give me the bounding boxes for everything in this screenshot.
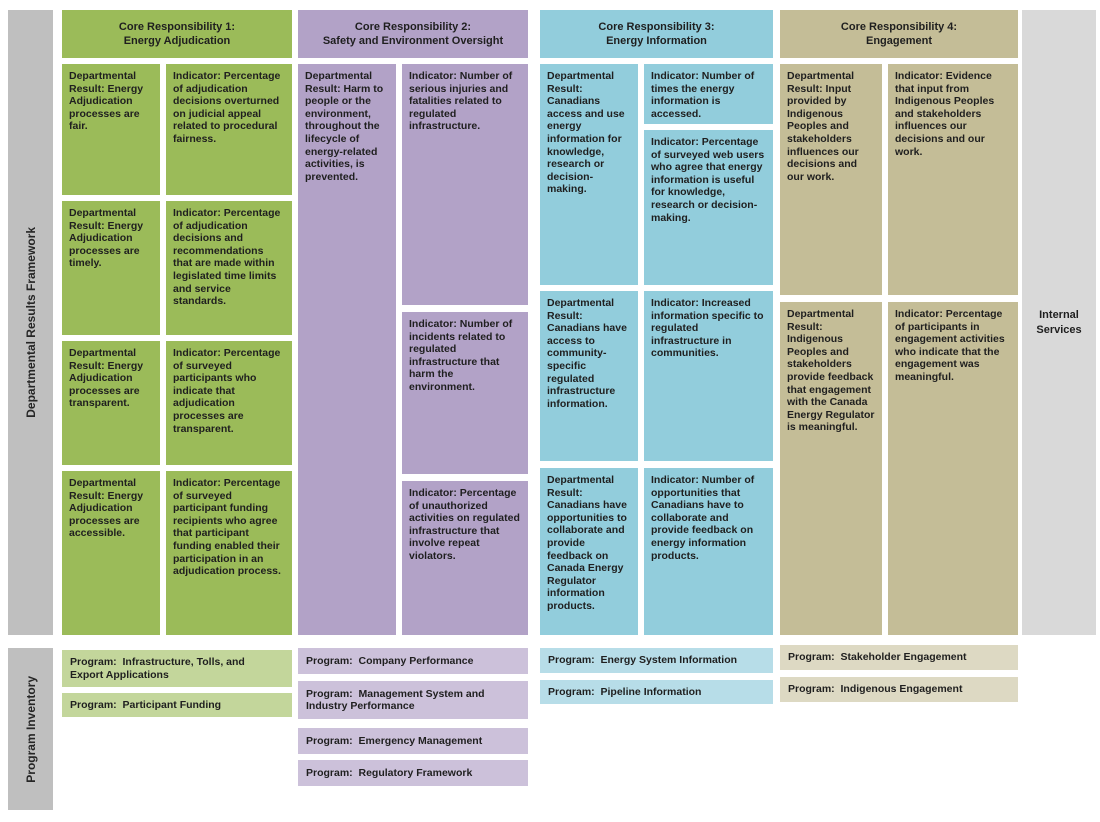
cr2-result-cell: Departmental Result: Harm to people or t… [298,64,396,635]
cr4-indicator-cell: Indicator: Percentage of participants in… [888,302,1018,635]
cr1-result-cell: Departmental Result: Energy Adjudication… [62,64,160,195]
framework-section-label-text: Departmental Results Framework [23,227,38,418]
cr3-header: Core Responsibility 3: Energy Informatio… [540,10,773,58]
program-box: Program: Regulatory Framework [298,760,528,786]
cr1-indicator-cell: Indicator: Percentage of surveyed partic… [166,471,292,635]
cr1-indicator-cell: Indicator: Percentage of adjudication de… [166,64,292,195]
program-box: Program: Stakeholder Engagement [780,645,1018,670]
internal-services-box: Internal Services [1022,10,1096,635]
program-box: Program: Infrastructure, Tolls, and Expo… [62,650,292,687]
cr4-result-cell: Departmental Result: Indigenous Peoples … [780,302,882,635]
cr4-result-cell: Departmental Result: Input provided by I… [780,64,882,295]
cr4-header: Core Responsibility 4: Engagement [780,10,1018,58]
cr1-result-cell: Departmental Result: Energy Adjudication… [62,201,160,335]
program-inventory-label-text: Program Inventory [23,675,38,783]
program-box: Program: Pipeline Information [540,680,773,704]
cr2-header: Core Responsibility 2: Safety and Enviro… [298,10,528,58]
cr2-indicator-cell: Indicator: Number of serious injuries an… [402,64,528,305]
program-box: Program: Energy System Information [540,648,773,673]
cr1-indicator-cell: Indicator: Percentage of surveyed partic… [166,341,292,465]
cr1-header: Core Responsibility 1: Energy Adjudicati… [62,10,292,58]
program-box: Program: Management System and Industry … [298,681,528,719]
cr2-indicator-cell: Indicator: Number of incidents related t… [402,312,528,474]
program-box: Program: Emergency Management [298,728,528,754]
cr3-result-cell: Departmental Result: Canadians have acce… [540,291,638,461]
cr1-result-cell: Departmental Result: Energy Adjudication… [62,341,160,465]
cr4-indicator-cell: Indicator: Evidence that input from Indi… [888,64,1018,295]
program-box: Program: Participant Funding [62,693,292,717]
cr3-indicator-cell: Indicator: Number of times the energy in… [644,64,773,124]
cr3-indicator-cell: Indicator: Number of opportunities that … [644,468,773,635]
cr3-indicator-cell: Indicator: Percentage of surveyed web us… [644,130,773,285]
cr3-result-cell: Departmental Result: Canadians have oppo… [540,468,638,635]
cr3-result-cell: Departmental Result: Canadians access an… [540,64,638,285]
cr3-indicator-cell: Indicator: Increased information specifi… [644,291,773,461]
program-inventory-label: Program Inventory [8,648,53,810]
cr1-result-cell: Departmental Result: Energy Adjudication… [62,471,160,635]
cr2-indicator-cell: Indicator: Percentage of unauthorized ac… [402,481,528,635]
program-box: Program: Indigenous Engagement [780,677,1018,702]
framework-section-label: Departmental Results Framework [8,10,53,635]
program-box: Program: Company Performance [298,648,528,674]
cr1-indicator-cell: Indicator: Percentage of adjudication de… [166,201,292,335]
